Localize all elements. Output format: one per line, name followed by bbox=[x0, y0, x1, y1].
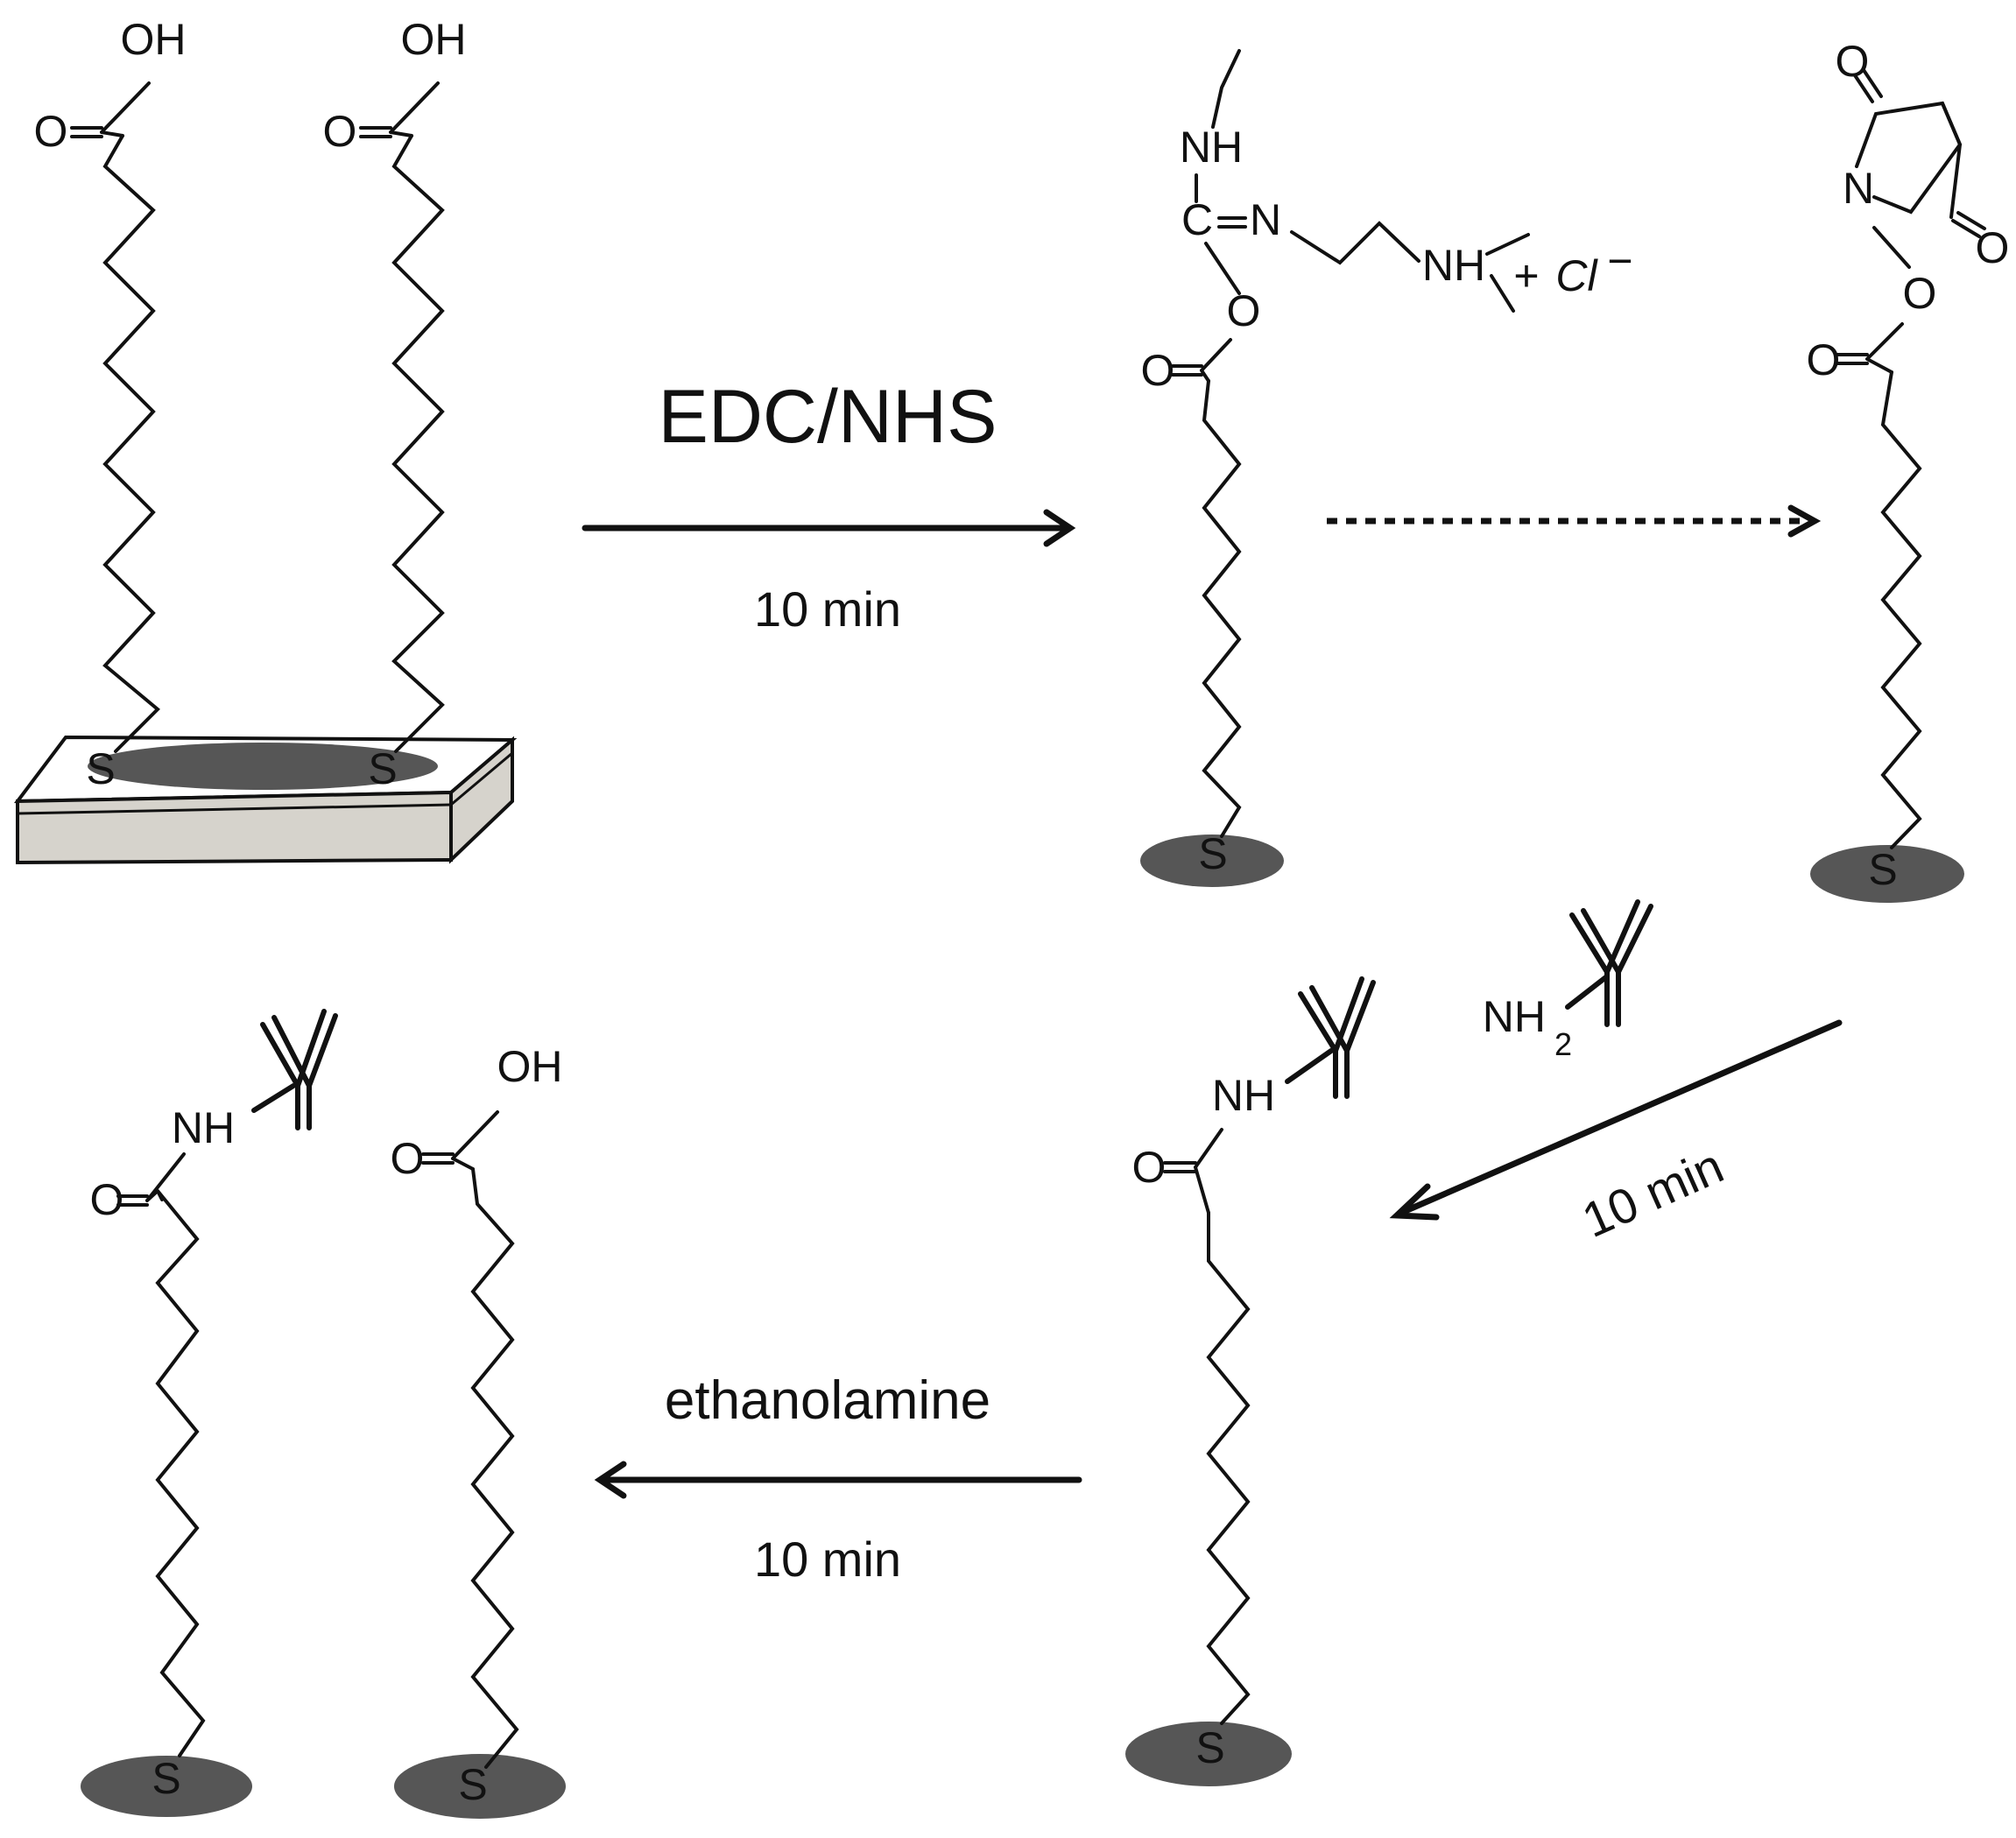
antibody-icon bbox=[1285, 976, 1376, 1099]
gold-site-icon bbox=[1810, 845, 1964, 903]
panel-nhs-ester: S O O N O O bbox=[1807, 37, 2010, 903]
reaction-time-label: 10 min bbox=[754, 1532, 901, 1587]
svg-text:N: N bbox=[1250, 195, 1281, 244]
svg-text:Cl: Cl bbox=[1555, 251, 1598, 300]
svg-text:NH: NH bbox=[1422, 241, 1485, 290]
panel-edc-intermediate: S O O C N NH NH + Cl − bbox=[1140, 49, 1633, 887]
svg-text:O: O bbox=[323, 107, 357, 156]
gold-site-icon bbox=[1140, 834, 1284, 887]
amide-nh: NH bbox=[172, 1103, 235, 1152]
alkyl-chain bbox=[1202, 379, 1242, 838]
svg-text:OH: OH bbox=[401, 15, 467, 64]
alkyl-chain bbox=[102, 134, 160, 753]
hydroxyl-label: OH bbox=[497, 1042, 563, 1091]
panel-antibody-coupled: S O NH bbox=[1125, 976, 1376, 1786]
gold-chip-icon bbox=[13, 735, 518, 865]
svg-text:O: O bbox=[1976, 223, 2010, 272]
panel-carboxyl-sam-on-chip: S S O OH O OH bbox=[13, 15, 518, 865]
antibody-icon bbox=[1565, 899, 1653, 1027]
activation-step: EDC/NHS 10 min bbox=[582, 375, 1076, 637]
svg-text:C: C bbox=[1181, 195, 1213, 244]
svg-text:NH: NH bbox=[1180, 123, 1243, 172]
reaction-time-label: 10 min bbox=[1574, 1137, 1731, 1248]
sulfur-atom: S bbox=[368, 744, 397, 793]
svg-text:2: 2 bbox=[1554, 1026, 1572, 1062]
svg-text:O: O bbox=[1836, 37, 1870, 86]
carboxyl-group: O OH bbox=[34, 15, 187, 156]
svg-text:OH: OH bbox=[121, 15, 187, 64]
reagent-label-ethanolamine: ethanolamine bbox=[665, 1370, 990, 1431]
sulfur-atom: S bbox=[458, 1760, 487, 1809]
reagent-label-edc-nhs: EDC/NHS bbox=[658, 375, 997, 459]
antibody-reagent: NH 2 bbox=[1483, 899, 1653, 1062]
sulfur-atom: S bbox=[1868, 845, 1897, 894]
alkyl-chain bbox=[1206, 1211, 1251, 1725]
svg-text:O: O bbox=[391, 1134, 425, 1183]
carboxyl-group: O OH bbox=[323, 15, 467, 156]
ester-oxygen: O bbox=[1903, 269, 1937, 318]
sulfur-atom: S bbox=[86, 744, 115, 793]
sulfur-atom: S bbox=[152, 1754, 180, 1803]
blocking-step: ethanolamine 10 min bbox=[594, 1370, 1082, 1587]
coupling-step: NH 2 10 min bbox=[1389, 899, 1843, 1248]
alkyl-chain bbox=[155, 1189, 206, 1757]
alkyl-chain bbox=[470, 1167, 519, 1769]
alkyl-chain bbox=[391, 134, 445, 753]
conversion-step bbox=[1327, 504, 1822, 538]
succinimide-nitrogen: N bbox=[1843, 164, 1874, 213]
panel-final-surface: S O NH S O OH bbox=[81, 1009, 566, 1819]
amide-nh: NH bbox=[1212, 1071, 1275, 1120]
reaction-arrow bbox=[1398, 1019, 1843, 1216]
svg-text:O: O bbox=[90, 1175, 124, 1224]
gold-site-icon bbox=[81, 1756, 252, 1817]
svg-text:O: O bbox=[1807, 335, 1841, 384]
antibody-icon bbox=[251, 1009, 338, 1130]
alkyl-chain bbox=[1880, 370, 1922, 849]
sulfur-atom: S bbox=[1195, 1723, 1224, 1772]
ester-oxygen: O bbox=[1227, 286, 1261, 335]
svg-text:NH: NH bbox=[1483, 992, 1546, 1041]
svg-text:O: O bbox=[1141, 346, 1175, 395]
gold-site-icon bbox=[394, 1754, 566, 1819]
svg-text:−: − bbox=[1607, 236, 1632, 285]
svg-text:O: O bbox=[1132, 1143, 1167, 1192]
gold-site-icon bbox=[88, 743, 438, 790]
reaction-time-label: 10 min bbox=[754, 581, 901, 637]
svg-text:O: O bbox=[34, 107, 68, 156]
svg-text:+: + bbox=[1513, 251, 1539, 300]
gold-site-icon bbox=[1125, 1722, 1292, 1786]
